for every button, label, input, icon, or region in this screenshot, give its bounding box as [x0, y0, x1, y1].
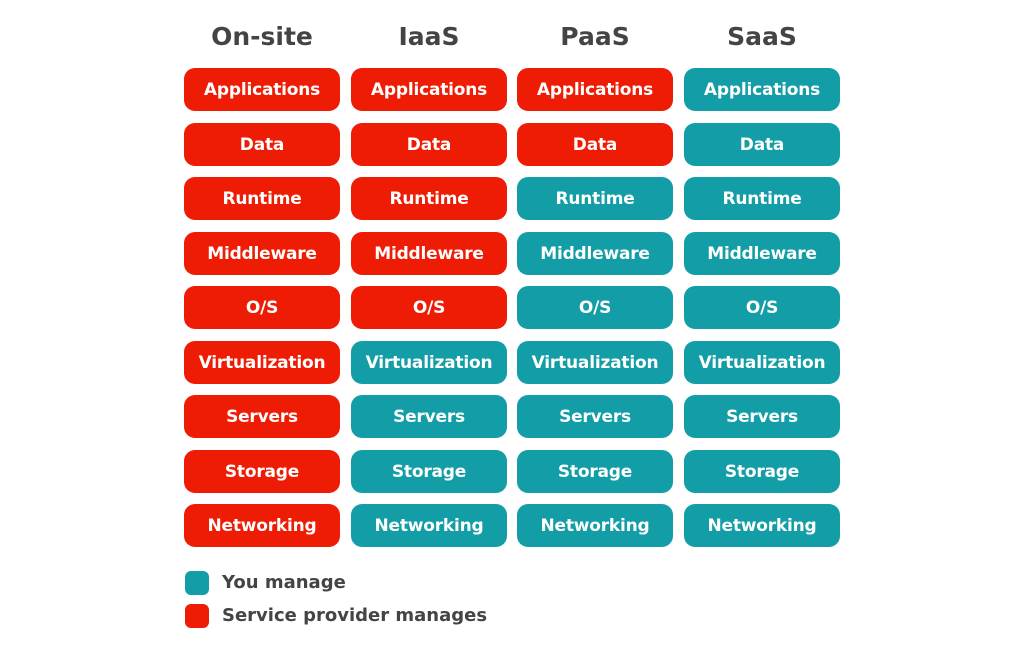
- layer-tile: O/S: [517, 286, 673, 329]
- layer-tile: Networking: [351, 504, 507, 547]
- legend-swatch-provider-manages: [185, 604, 209, 628]
- column-header-3: SaaS: [727, 22, 797, 51]
- legend-swatch-you-manage: [185, 571, 209, 595]
- layer-tile: Middleware: [184, 232, 340, 275]
- legend-label-provider-manages: Service provider manages: [222, 605, 488, 626]
- layer-tile: O/S: [351, 286, 507, 329]
- layer-tile: Virtualization: [351, 341, 507, 384]
- layer-tile: Servers: [684, 395, 840, 438]
- layer-tile: Networking: [517, 504, 673, 547]
- layer-tile: Applications: [517, 68, 673, 111]
- layer-tile: Runtime: [684, 177, 840, 220]
- layer-tile: Storage: [684, 450, 840, 493]
- column-header-0: On-site: [211, 22, 313, 51]
- layer-tile: Middleware: [684, 232, 840, 275]
- layer-tile: Storage: [184, 450, 340, 493]
- layer-tile: Virtualization: [184, 341, 340, 384]
- layer-tile: Data: [184, 123, 340, 166]
- legend-label-you-manage: You manage: [222, 572, 346, 593]
- layer-tile: Applications: [184, 68, 340, 111]
- layer-tile: Middleware: [517, 232, 673, 275]
- layer-tile: O/S: [184, 286, 340, 329]
- layer-tile: Storage: [351, 450, 507, 493]
- layer-tile: Data: [684, 123, 840, 166]
- layer-tile: Runtime: [517, 177, 673, 220]
- layer-tile: Runtime: [184, 177, 340, 220]
- layer-tile: Networking: [684, 504, 840, 547]
- layer-tile: Applications: [684, 68, 840, 111]
- layer-tile: Servers: [351, 395, 507, 438]
- layer-tile: Servers: [517, 395, 673, 438]
- layer-tile: Storage: [517, 450, 673, 493]
- layer-tile: Servers: [184, 395, 340, 438]
- column-header-2: PaaS: [560, 22, 630, 51]
- layer-tile: Networking: [184, 504, 340, 547]
- layer-tile: O/S: [684, 286, 840, 329]
- layer-tile: Virtualization: [517, 341, 673, 384]
- column-header-1: IaaS: [398, 22, 460, 51]
- layer-tile: Data: [517, 123, 673, 166]
- layer-tile: Runtime: [351, 177, 507, 220]
- layer-tile: Applications: [351, 68, 507, 111]
- layer-tile: Data: [351, 123, 507, 166]
- layer-tile: Middleware: [351, 232, 507, 275]
- layer-tile: Virtualization: [684, 341, 840, 384]
